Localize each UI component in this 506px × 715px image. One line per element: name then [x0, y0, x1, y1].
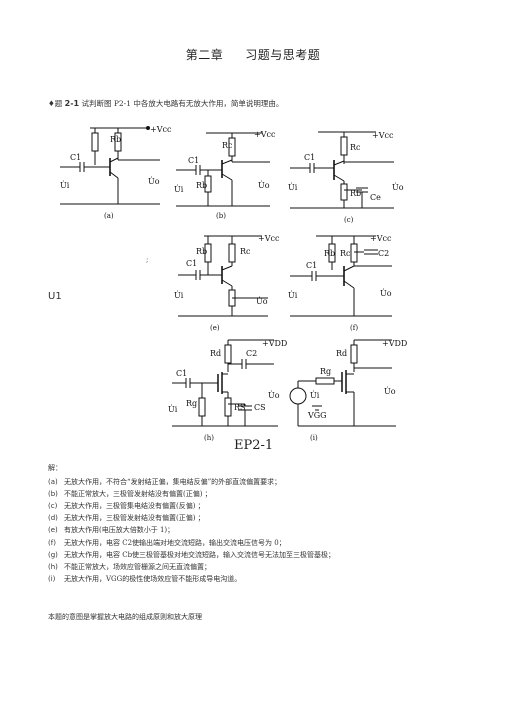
label-ui-f: U̇i: [288, 291, 298, 300]
label-vcc-a: +Vcc: [150, 125, 172, 134]
label-ui-i: U̇i: [310, 391, 320, 400]
answer-item: (c)无放大作用，三极管集电结没有偏置(反偏) ；: [48, 502, 205, 511]
label-vcc-e: +Vcc: [258, 234, 280, 243]
label-e: (e): [210, 324, 220, 332]
label-ce-c: Ce: [370, 193, 381, 202]
label-rb-f: Rb: [324, 249, 335, 258]
circuit-h: [172, 339, 278, 427]
answer-section: 解： (a)无放大作用，不符合“发射结正偏，集电结反偏”的外部直流偏置要求； (…: [48, 462, 335, 585]
label-ui-h: U̇i: [168, 405, 178, 414]
label-vgg-i: VGG: [307, 411, 327, 420]
label-b: (b): [216, 212, 226, 220]
problem-text: 试判断图 P2-1 中各放大电路有无放大作用，简单说明理由。: [81, 99, 284, 108]
label-c2-h: C2: [246, 349, 257, 358]
label-uo-f: U̇o: [380, 289, 392, 298]
label-rb-b: Rb: [196, 181, 207, 190]
label-vdd-i: +VDD: [382, 339, 407, 348]
figure-caption: EP2-1: [234, 438, 274, 453]
stray-mark: ;: [146, 256, 149, 264]
label-c1-c: C1: [304, 153, 315, 162]
label-vcc-c: +Vcc: [372, 131, 394, 140]
label-rc-e: Rc: [240, 247, 251, 256]
label-rb-e: Rb: [196, 247, 207, 256]
label-vcc-f: +Vcc: [370, 234, 392, 243]
chapter-label: 第二章: [185, 48, 224, 62]
circuit-e: [178, 235, 268, 317]
label-rc-f: Rc: [340, 249, 351, 258]
answer-item: (g)无放大作用，电容 Cb使三极管基极对地交流短路，输入交流信号无法加至三极管…: [48, 550, 336, 559]
label-rb-c: Rb: [350, 189, 361, 198]
label-c1-f: C1: [306, 261, 317, 270]
label-uo-e: U̇o: [256, 297, 268, 306]
label-c1-h: C1: [176, 369, 187, 378]
label-uo-a: U̇o: [148, 177, 160, 186]
label-uo-i: U̇o: [384, 387, 396, 396]
label-ui-c: U̇i: [288, 183, 298, 192]
label-uo-b: U̇o: [258, 181, 270, 190]
label-c1-a: C1: [70, 153, 81, 162]
label-cs-h: CS: [254, 403, 266, 412]
circuit-b: [176, 132, 270, 207]
answer-item: (e)有放大作用(电压放大倍数小于 1)；: [48, 526, 175, 535]
label-ui-a: U̇i: [60, 181, 70, 190]
label-uo-h: U̇o: [268, 391, 280, 400]
footer-note: 本题的意图是掌握放大电路的组成原则和放大原理: [48, 613, 202, 621]
label-i: (i): [310, 434, 318, 442]
label-c1-e: C1: [186, 259, 197, 268]
label-vcc-b: +Vcc: [254, 130, 276, 139]
circuit-c: [290, 131, 394, 209]
label-f: (f): [350, 324, 358, 332]
chapter-subject: 习题与思考题: [245, 48, 321, 62]
label-rg-h: Rg: [186, 399, 197, 408]
label-rg-i: Rg: [320, 367, 331, 376]
problem-statement: ♦题 2-1 试判断图 P2-1 中各放大电路有无放大作用，简单说明理由。: [48, 98, 283, 109]
label-c: (c): [344, 216, 354, 224]
problem-bullet: ♦题: [48, 99, 63, 108]
page-title: 第二章 习题与思考题: [0, 46, 506, 63]
answer-item: (i)无放大作用，VGG的极性使场效应管不能形成导电沟道。: [48, 574, 242, 583]
side-label-u1: U1: [48, 291, 62, 302]
label-rs-h: RS: [234, 403, 246, 412]
circuit-f: [290, 235, 392, 317]
label-rd-i: Rd: [336, 349, 347, 358]
label-ui-e: U̇i: [174, 291, 184, 300]
label-h: (h): [204, 434, 214, 442]
problem-number: 2-1: [64, 99, 80, 108]
label-c1-b: C1: [188, 156, 199, 165]
answer-item: (h)不能正常放大，场效应管栅源之间无直流偏置；: [48, 562, 211, 571]
label-rb-a: Rb: [110, 135, 121, 144]
label-rc-b: Rc: [222, 141, 233, 150]
label-rd-h: Rd: [210, 349, 221, 358]
answer-heading: 解：: [48, 464, 62, 472]
answer-item: (a)无放大作用，不符合“发射结正偏，集电结反偏”的外部直流偏置要求；: [48, 478, 282, 487]
answer-item: (b)不能正常放大，三极管发射结没有偏置(正偏) ；: [48, 490, 212, 499]
label-rc-c: Rc: [350, 143, 361, 152]
label-c2-f: C2: [378, 249, 389, 258]
circuit-a: [60, 126, 160, 205]
answer-item: (d)无放大作用，三极管发射结没有偏置(正偏) ；: [48, 514, 205, 523]
label-a: (a): [104, 212, 114, 220]
label-uo-c: U̇o: [392, 183, 404, 192]
label-vdd-h: +VDD: [262, 339, 287, 348]
label-ui-b: U̇i: [174, 185, 184, 194]
answer-item: (f)无放大作用，电容 C2使输出端对地交流短路，输出交流电压信号为 0；: [48, 538, 286, 547]
circuit-i: [289, 339, 396, 427]
